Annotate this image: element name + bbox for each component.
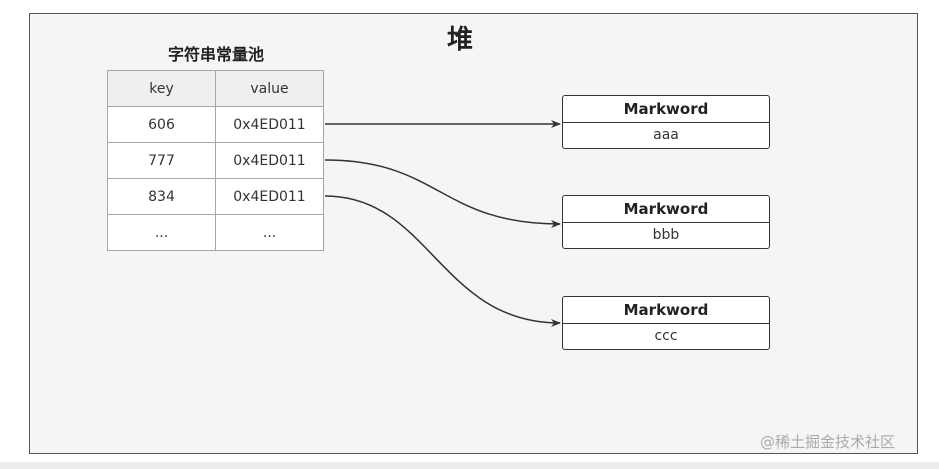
bottom-strip xyxy=(0,462,939,469)
object-header: Markword xyxy=(563,196,769,223)
table-row: 606 0x4ED011 xyxy=(107,106,324,143)
row-value-cell: 0x4ED011 xyxy=(215,106,324,143)
string-pool-table: key value 606 0x4ED011 777 0x4ED011 834 … xyxy=(107,70,324,251)
table-header-row: key value xyxy=(107,70,324,107)
string-pool-title: 字符串常量池 xyxy=(167,45,264,64)
table-row: 834 0x4ED011 xyxy=(107,178,324,215)
watermark: @稀土掘金技术社区 xyxy=(760,433,896,451)
arrow-834-to-ccc xyxy=(324,195,561,327)
object-value: ccc xyxy=(654,328,678,344)
arrow-777-to-bbb xyxy=(324,159,561,228)
object-box-bbb: Markword bbb xyxy=(562,195,770,249)
object-header: Markword xyxy=(563,297,769,324)
heap-title: 堆 xyxy=(446,25,473,55)
object-box-aaa: Markword aaa xyxy=(562,95,770,149)
table-row: ... ... xyxy=(107,214,324,251)
table-row: 777 0x4ED011 xyxy=(107,142,324,179)
object-value: aaa xyxy=(653,127,679,143)
row-value-cell: 0x4ED011 xyxy=(215,142,324,179)
object-value: bbb xyxy=(652,227,680,243)
row-key-cell: 777 xyxy=(107,142,216,179)
row-value-cell: ... xyxy=(215,214,324,251)
row-key-cell: 834 xyxy=(107,178,216,215)
column-header-value: value xyxy=(215,70,324,107)
object-box-ccc: Markword ccc xyxy=(562,296,770,350)
object-header: Markword xyxy=(563,96,769,123)
row-value-cell: 0x4ED011 xyxy=(215,178,324,215)
column-header-key: key xyxy=(107,70,216,107)
row-key-cell: ... xyxy=(107,214,216,251)
